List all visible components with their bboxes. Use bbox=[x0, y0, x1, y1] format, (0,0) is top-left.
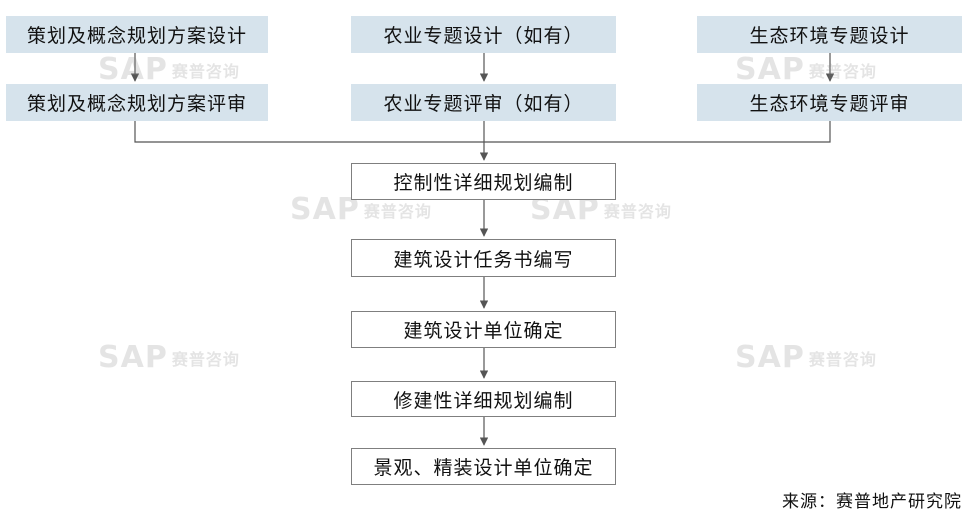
box-right-design: 生态环境专题设计 bbox=[697, 16, 962, 53]
flow-step-1: 控制性详细规划编制 bbox=[351, 163, 616, 200]
flow-step-5: 景观、精装设计单位确定 bbox=[351, 448, 616, 485]
box-left-review: 策划及概念规划方案评审 bbox=[6, 84, 268, 121]
box-middle-review: 农业专题评审（如有） bbox=[351, 84, 616, 121]
flow-step-4: 修建性详细规划编制 bbox=[351, 381, 616, 417]
flow-step-3: 建筑设计单位确定 bbox=[351, 311, 616, 348]
source-note: 来源：赛普地产研究院 bbox=[782, 492, 962, 512]
flow-step-2: 建筑设计任务书编写 bbox=[351, 239, 616, 277]
box-right-review: 生态环境专题评审 bbox=[697, 84, 962, 121]
merge-connector bbox=[134, 121, 831, 143]
box-middle-design: 农业专题设计（如有） bbox=[351, 16, 616, 53]
box-left-design: 策划及概念规划方案设计 bbox=[6, 16, 268, 53]
